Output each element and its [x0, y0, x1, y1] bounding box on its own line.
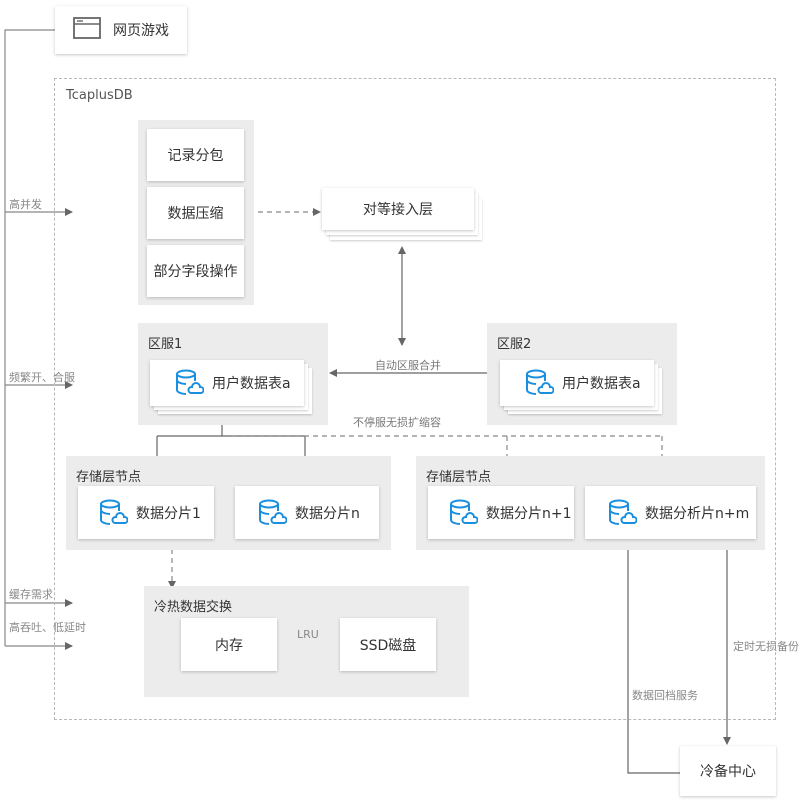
web-game-label: 网页游戏 — [113, 23, 169, 39]
feature-record-split: 记录分包 — [147, 129, 244, 181]
feature-partial-field: 部分字段操作 — [147, 245, 244, 297]
cold-backup-center: 冷备中心 — [680, 746, 776, 796]
zone2-title: 区服2 — [497, 337, 532, 352]
database-cloud-icon — [448, 498, 478, 528]
memory-node: 内存 — [181, 618, 277, 671]
zone2-user-table: 用户数据表a — [500, 360, 654, 406]
access-layer-node: 对等接入层 — [322, 188, 474, 230]
database-cloud-icon — [257, 498, 287, 528]
database-cloud-icon — [524, 368, 554, 398]
side-label-throughput: 高吞吐、低延时 — [9, 621, 86, 634]
browser-window-icon — [73, 17, 101, 43]
left-feed-line — [4, 29, 55, 646]
database-cloud-icon — [174, 368, 204, 398]
shard-n-plus-m-label: 数据分析片n+m — [645, 505, 750, 522]
shard-n: 数据分片n — [235, 486, 379, 539]
database-cloud-icon — [607, 498, 637, 528]
shard-n-label: 数据分片n — [295, 505, 360, 522]
feature-compression: 数据压缩 — [147, 187, 244, 239]
shard-1-label: 数据分片1 — [136, 505, 201, 522]
side-label-concurrency: 高并发 — [9, 198, 42, 211]
backup-label: 定时无损备份 — [733, 640, 799, 653]
shard-n-plus-m: 数据分析片n+m — [585, 486, 756, 539]
restore-label: 数据回档服务 — [632, 689, 698, 702]
side-label-open-merge: 频繁开、合服 — [9, 371, 75, 384]
storage-left-title: 存储层节点 — [76, 470, 142, 485]
shard-n-plus-1: 数据分片n+1 — [428, 486, 574, 539]
database-cloud-icon — [98, 498, 128, 528]
lru-label: LRU — [297, 628, 319, 641]
shard-n-plus-1-label: 数据分片n+1 — [486, 505, 572, 522]
side-label-cache: 缓存需求 — [9, 588, 53, 601]
zone2-table-label: 用户数据表a — [562, 376, 641, 392]
zone1-table-label: 用户数据表a — [212, 376, 291, 392]
ssd-node: SSD磁盘 — [340, 618, 436, 671]
zone1-user-table: 用户数据表a — [150, 360, 304, 406]
auto-merge-label: 自动区服合并 — [375, 359, 441, 372]
scaling-label: 不停服无损扩缩容 — [353, 416, 441, 429]
shard-1: 数据分片1 — [78, 486, 214, 539]
hotcold-title: 冷热数据交换 — [154, 600, 233, 615]
storage-right-title: 存储层节点 — [426, 470, 492, 485]
tcaplusdb-frame — [54, 78, 776, 720]
zone1-title: 区服1 — [148, 337, 183, 352]
tcaplusdb-title: TcaplusDB — [66, 88, 133, 103]
web-game-node: 网页游戏 — [55, 6, 187, 54]
